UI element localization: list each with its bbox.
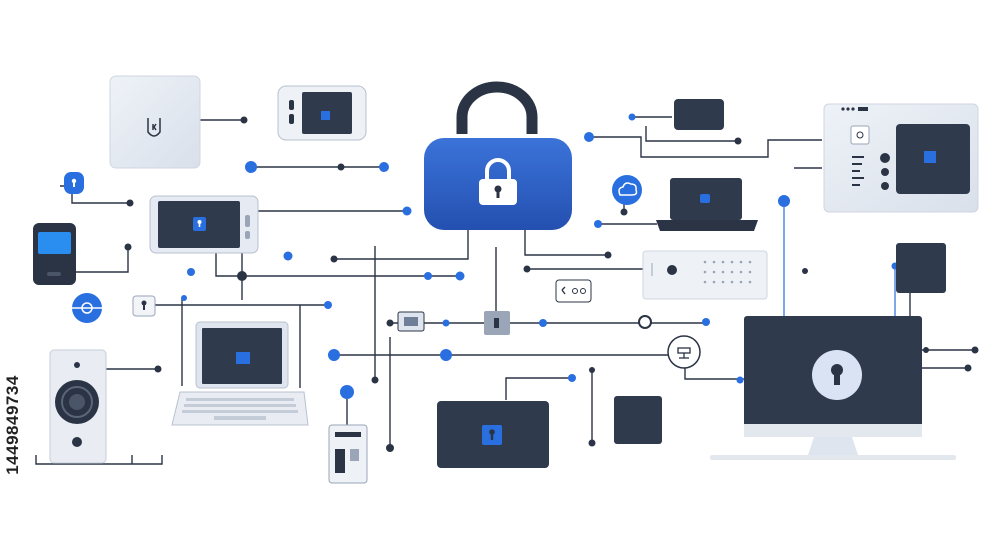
- node-dots-blue: [181, 113, 899, 399]
- keyboard-keys: [182, 398, 298, 420]
- shield-panel: [109, 75, 201, 169]
- speaker-icon: [49, 349, 107, 464]
- padlock-icon: [479, 158, 517, 205]
- connector-block-icon: [484, 311, 510, 335]
- small-hub: [674, 99, 724, 130]
- router-icon: [667, 335, 701, 369]
- cloud-icon: [612, 175, 642, 205]
- keyhole-icon: [812, 350, 862, 400]
- shield-icon: [147, 118, 161, 137]
- keyhole-tag-icon: [132, 295, 156, 317]
- keyboard-icon: [642, 250, 768, 300]
- dark-module-right: [896, 243, 946, 293]
- locked-tablet: [437, 401, 549, 468]
- main-padlock: [424, 81, 572, 230]
- search-node-icon: [638, 315, 652, 329]
- network-node-icon: [72, 293, 102, 323]
- node-dots-navy: [124, 116, 979, 452]
- mail-tag-icon: [397, 311, 425, 332]
- monitor-display: [710, 316, 956, 460]
- control-panel: [823, 103, 979, 213]
- stock-id-watermark: 1449849734: [2, 310, 24, 540]
- code-tag-icon: [555, 279, 592, 303]
- landscape-phone: [277, 85, 367, 141]
- keyhole-lock-icon: [193, 217, 206, 231]
- smartphone-icon: [33, 223, 76, 285]
- stock-id-text: 1449849734: [3, 375, 23, 475]
- laptop-right: [656, 178, 758, 231]
- connection-lines: [35, 116, 975, 465]
- tablet-device: [149, 195, 259, 254]
- laptop-icon: [171, 321, 309, 426]
- dark-module: [614, 396, 662, 444]
- usb-device-icon: [328, 424, 368, 484]
- small-lock-badge: [64, 172, 84, 194]
